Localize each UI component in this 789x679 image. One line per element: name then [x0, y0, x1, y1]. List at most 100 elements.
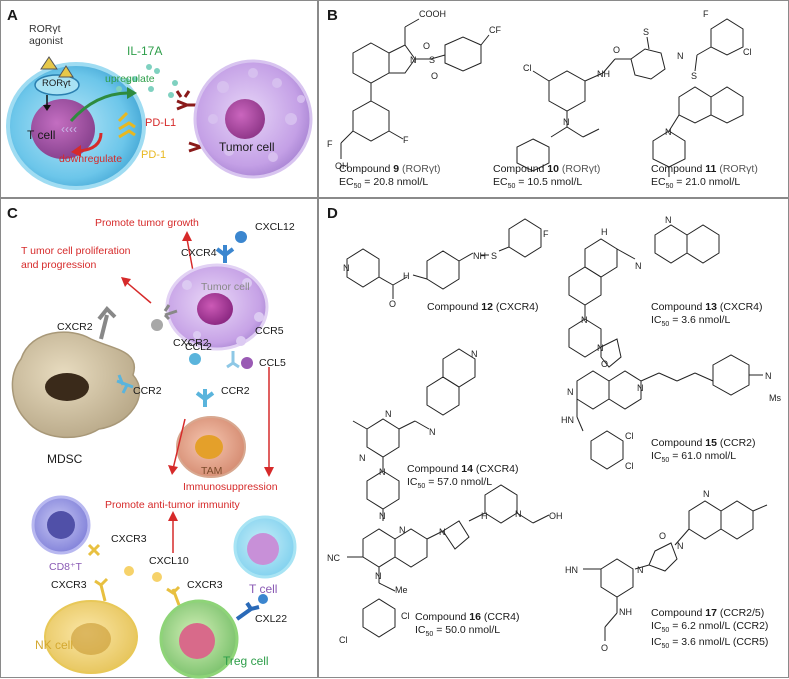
cxcr3-label-a: CXCR3 — [111, 533, 147, 545]
promote-growth-text: Promote tumor growth — [95, 217, 199, 229]
compound-13-caption: Compound 13 (CXCR4) IC50 = 3.6 nmol/L — [651, 301, 763, 329]
panel-c-illustration — [11, 231, 297, 679]
agonist-label-2: agonist — [29, 35, 63, 47]
svg-text:Ms: Ms — [769, 393, 781, 403]
compound-17-caption: Compound 17 (CCR2/5) IC50 = 6.2 nmol/L (… — [651, 607, 769, 651]
il17a-label: IL-17A — [127, 44, 163, 58]
prolif-text-2: and progression — [21, 259, 97, 271]
svg-text:OH: OH — [335, 161, 349, 171]
svg-text:N: N — [385, 409, 392, 419]
svg-text:N: N — [665, 127, 672, 137]
panel-b-structures: COOH N S O O CF F F OH Cl N NH O S — [327, 9, 752, 177]
svg-text:N: N — [375, 571, 382, 581]
svg-text:F: F — [703, 9, 709, 19]
svg-text:N: N — [677, 541, 684, 551]
svg-text:Cl: Cl — [401, 611, 410, 621]
svg-text:N: N — [410, 55, 417, 65]
ccl5-label: CCL5 — [259, 357, 286, 369]
svg-text:NH: NH — [619, 607, 632, 617]
mdsc-label: MDSC — [47, 452, 83, 466]
cxcl12-label: CXCL12 — [255, 221, 295, 233]
cd8t-label: CD8⁺T — [49, 561, 82, 573]
tumor-cell-label-a: Tumor cell — [219, 140, 275, 154]
panel-d-structures: N O H NH S F H N N N N — [327, 215, 781, 653]
compound-14-structure — [352, 348, 476, 521]
svg-text:NH: NH — [597, 69, 610, 79]
svg-text:N: N — [635, 261, 642, 271]
downregulate-label: downregulate — [59, 153, 123, 165]
cxcr3-label-b: CXCR3 — [51, 579, 87, 591]
ccr2-tam-label: CCR2 — [221, 385, 250, 397]
svg-text:Cl: Cl — [339, 635, 348, 645]
compound-13-structure — [568, 224, 720, 368]
svg-text:S: S — [491, 251, 497, 261]
rorgt-receptor — [34, 74, 80, 96]
panel-c: C — [0, 198, 318, 679]
svg-text:COOH: COOH — [419, 9, 446, 19]
compound-17-structure — [583, 500, 768, 641]
svg-text:N: N — [703, 489, 710, 499]
cxcr4-receptor — [215, 245, 235, 263]
svg-text:N: N — [567, 387, 574, 397]
cxcr3-label-c: CXCR3 — [187, 579, 223, 591]
nk-cell-label: NK cell — [35, 638, 74, 652]
agonist-label-1: RORγt — [29, 23, 61, 35]
pd1-label: PD-1 — [141, 149, 167, 161]
svg-text:O: O — [423, 41, 430, 51]
svg-text:F: F — [403, 135, 409, 145]
svg-text:Me: Me — [395, 585, 408, 595]
ccl2-label-vis: CCL2 — [185, 341, 212, 353]
panel-a-illustration: ‹‹‹‹ — [6, 56, 313, 190]
svg-text:HN: HN — [561, 415, 574, 425]
svg-text:O: O — [613, 45, 620, 55]
svg-text:N: N — [563, 117, 570, 127]
svg-text:CF: CF — [489, 25, 501, 35]
svg-text:NC: NC — [327, 553, 340, 563]
cxcl10-label: CXCL10 — [149, 555, 189, 567]
compound-10-structure — [516, 36, 666, 172]
cxcr2-mdsc-label: CXCR2 — [57, 321, 93, 333]
pdl1-label: PD-L1 — [145, 117, 177, 129]
svg-text:N: N — [379, 467, 386, 477]
panel-b-label: B — [327, 7, 338, 24]
svg-text:S: S — [643, 27, 649, 37]
svg-text:Cl: Cl — [523, 63, 532, 73]
svg-text:N: N — [399, 525, 406, 535]
svg-text:N: N — [637, 565, 644, 575]
cxcr2-tumor-label: CXCR2 — [173, 337, 209, 349]
svg-text:N: N — [515, 509, 522, 519]
compound-14-caption: Compound 14 (CXCR4) IC50 = 57.0 nmol/L — [407, 463, 519, 491]
svg-text:N: N — [379, 511, 386, 521]
panel-d: D N O H NH S F H — [318, 198, 789, 678]
svg-text:H: H — [403, 271, 410, 281]
svg-text:Cl: Cl — [743, 47, 752, 57]
svg-text:O: O — [431, 71, 438, 81]
compound-11-structure — [652, 18, 744, 177]
cxl22-label: CXL22 — [255, 613, 288, 625]
svg-text:O: O — [389, 299, 396, 309]
svg-text:O: O — [659, 531, 666, 541]
svg-text:Cl: Cl — [625, 461, 634, 471]
compound-11-caption: Compound 11 (RORγt) EC50 = 21.0 nmol/L — [651, 163, 758, 191]
panel-a: A ‹‹‹‹ — [0, 0, 318, 198]
compound-12-caption: Compound 12 (CXCR4) — [427, 301, 539, 313]
treg-label: Treg cell — [223, 654, 269, 668]
svg-text:N: N — [429, 427, 436, 437]
svg-text:OH: OH — [549, 511, 563, 521]
compound-15-caption: Compound 15 (CCR2) IC50 = 61.0 nmol/L — [651, 437, 756, 465]
svg-text:‹‹‹‹: ‹‹‹‹ — [61, 122, 77, 136]
panel-d-label: D — [327, 205, 338, 222]
upregulate-label: upregulate — [105, 73, 155, 85]
svg-text:N: N — [597, 343, 604, 353]
pd1-receptor — [117, 111, 136, 139]
compound-15-structure — [576, 354, 763, 470]
svg-text:O: O — [601, 643, 608, 653]
svg-text:N: N — [637, 383, 644, 393]
compound-10-caption: Compound 10 (RORγt) EC50 = 10.5 nmol/L — [493, 163, 601, 191]
promote-immunity-text: Promote anti-tumor immunity — [105, 499, 240, 511]
svg-text:NH: NH — [473, 251, 486, 261]
tumor-cell-nucleus — [225, 99, 265, 139]
svg-text:H: H — [481, 511, 488, 521]
compound-16-caption: Compound 16 (CCR4) IC50 = 50.0 nmol/L — [415, 611, 520, 639]
pdl1-receptor — [175, 90, 211, 153]
